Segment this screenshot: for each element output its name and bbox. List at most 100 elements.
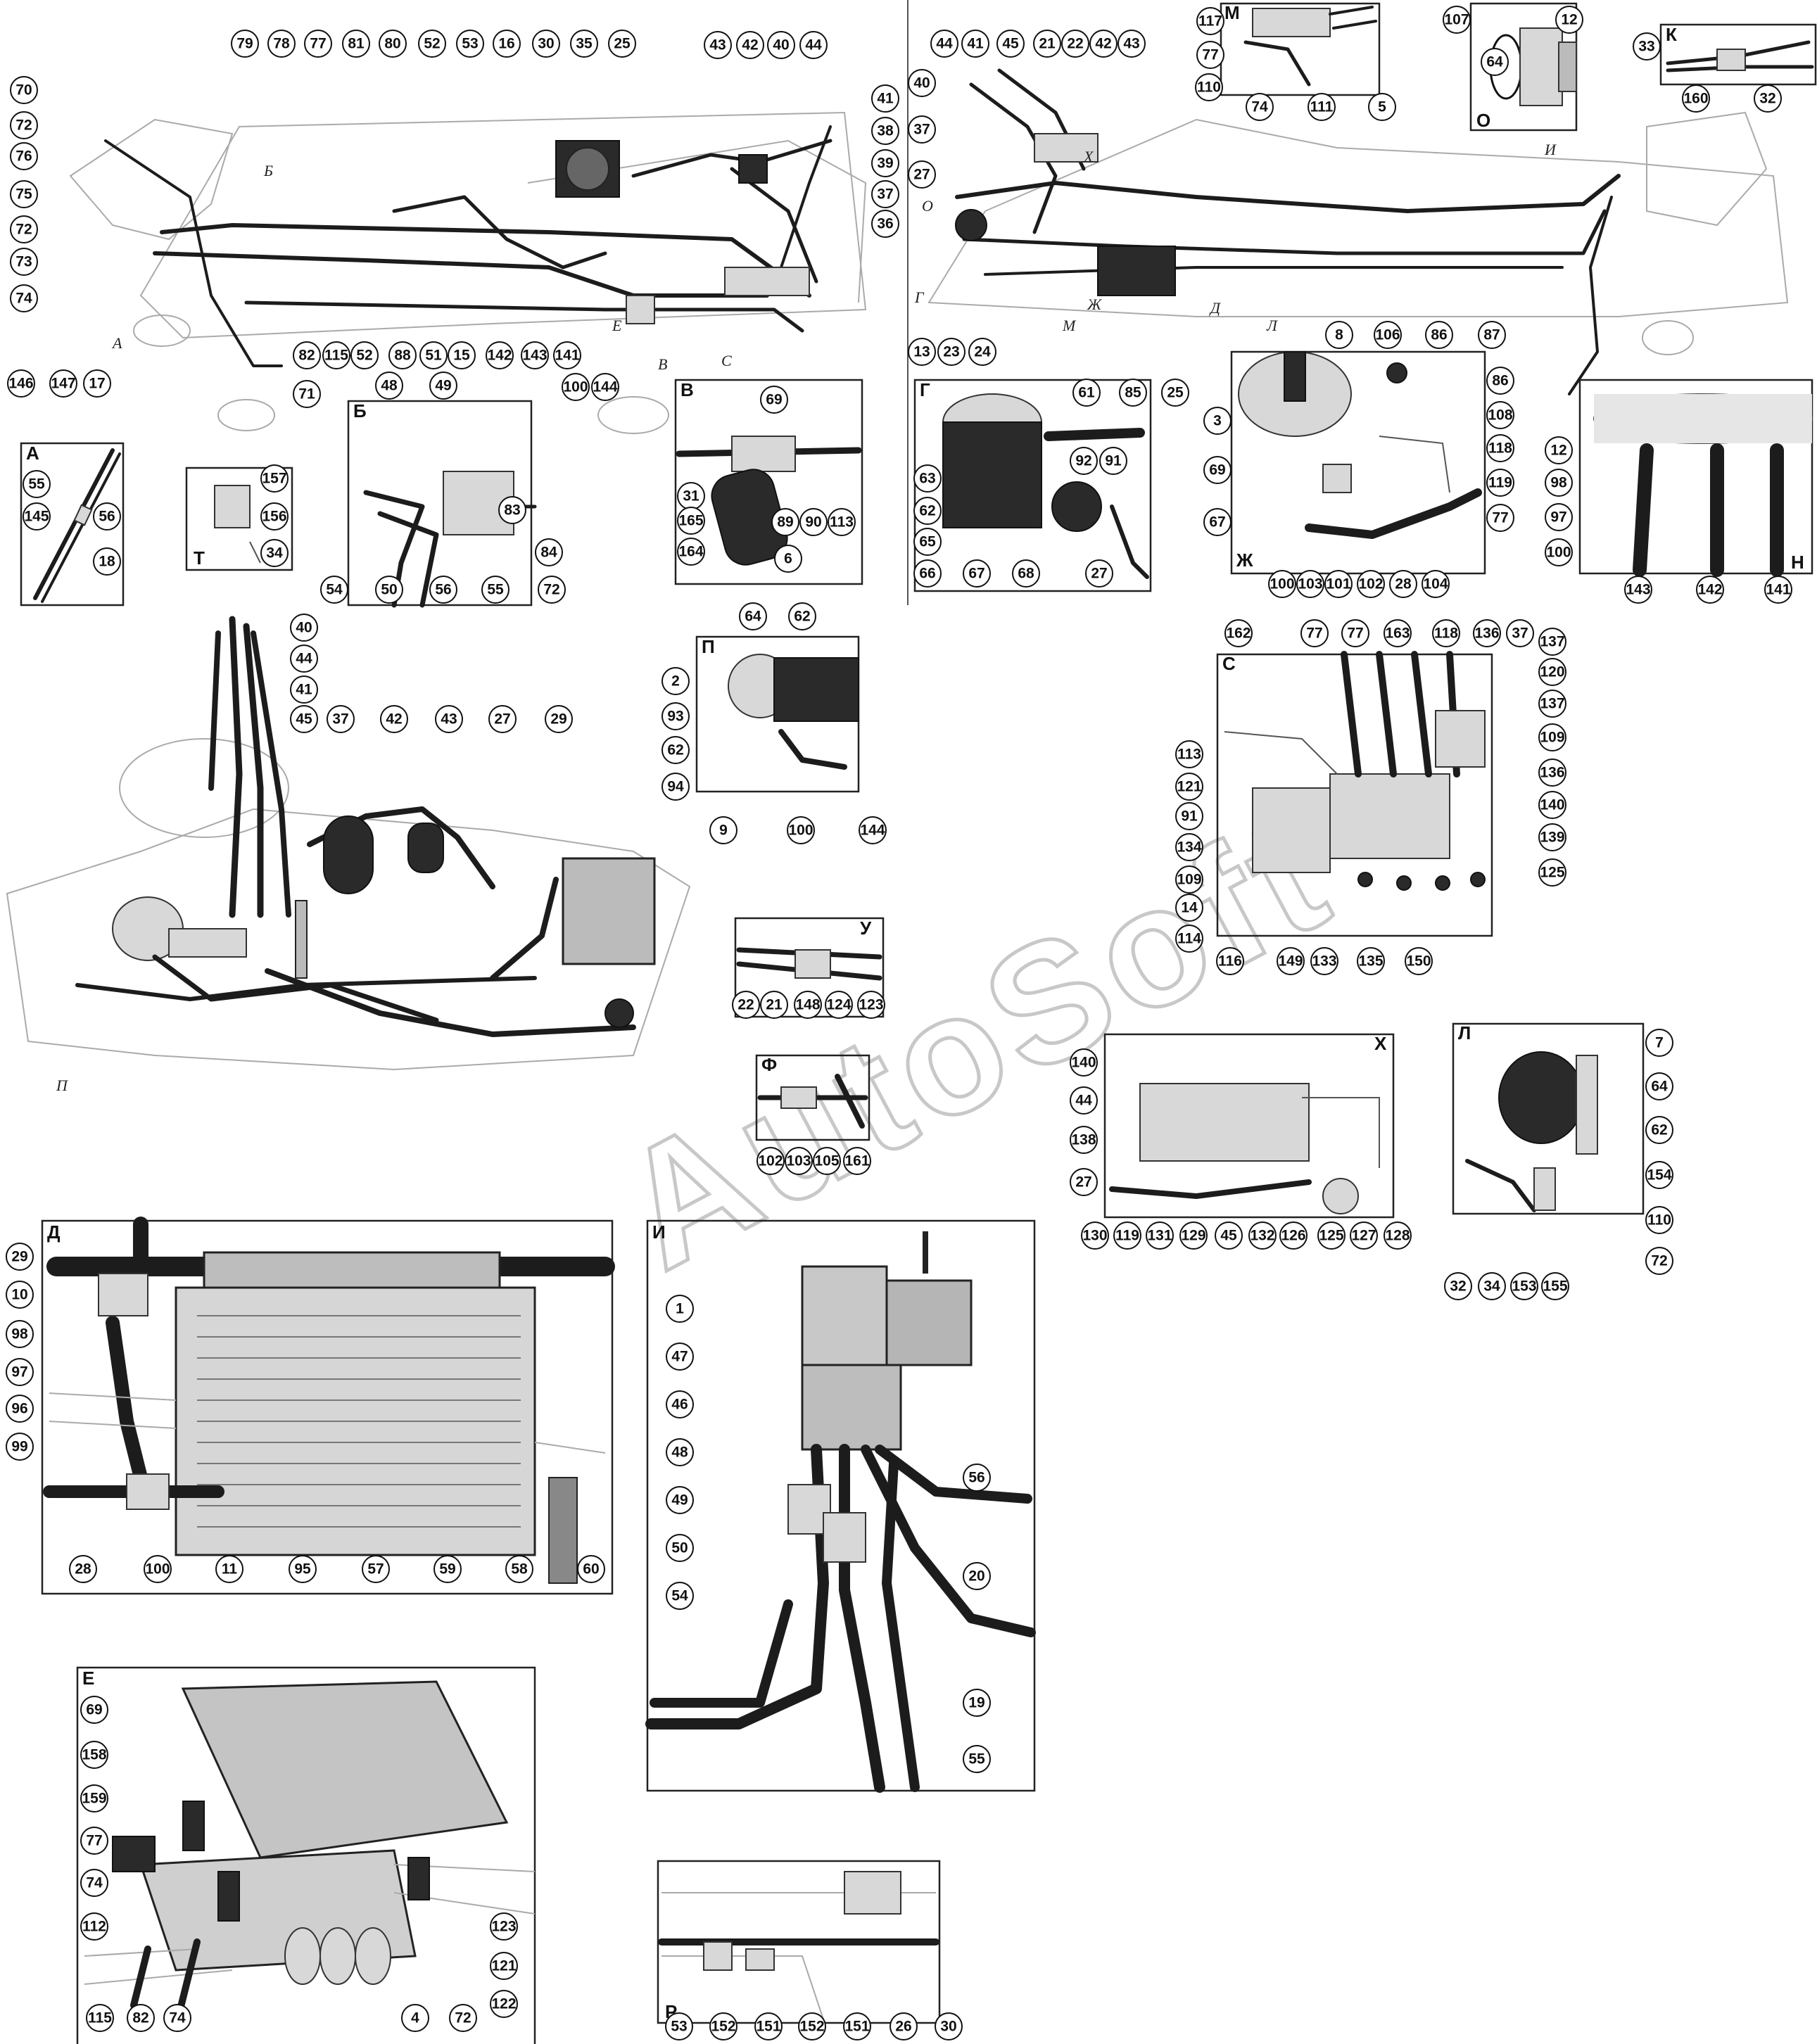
callout-G-62: 62 xyxy=(913,497,942,525)
callout-G-68: 68 xyxy=(1012,559,1040,588)
callout-R-30: 30 xyxy=(935,2012,963,2040)
svg-text:145: 145 xyxy=(24,509,49,525)
svg-text:54: 54 xyxy=(326,582,343,598)
callout-assembly-43: 43 xyxy=(435,705,463,733)
svg-text:О: О xyxy=(922,197,933,215)
callout-E-121: 121 xyxy=(490,1952,518,1980)
callout-main_right-44: 44 xyxy=(930,30,958,58)
svg-text:41: 41 xyxy=(877,91,894,107)
callout-L-34: 34 xyxy=(1478,1272,1506,1300)
callout-main_right-107: 107 xyxy=(1443,6,1471,34)
svg-text:137: 137 xyxy=(1540,696,1564,712)
svg-text:107: 107 xyxy=(1444,12,1469,28)
svg-text:151: 151 xyxy=(844,2019,869,2035)
svg-text:69: 69 xyxy=(1209,462,1225,478)
panel-u-title: У xyxy=(860,918,872,939)
svg-text:100: 100 xyxy=(563,379,588,395)
callout-Zh-108: 108 xyxy=(1486,401,1514,429)
panel-t xyxy=(185,466,293,571)
callout-L-155: 155 xyxy=(1541,1272,1569,1300)
panel-m-title: М xyxy=(1224,2,1240,23)
callout-P-64: 64 xyxy=(739,602,767,630)
svg-text:96: 96 xyxy=(11,1401,27,1417)
svg-text:86: 86 xyxy=(1431,327,1447,343)
svg-text:22: 22 xyxy=(737,997,754,1013)
svg-text:37: 37 xyxy=(913,122,930,138)
svg-text:67: 67 xyxy=(968,566,985,582)
callout-S-114: 114 xyxy=(1175,925,1203,953)
callout-I-55: 55 xyxy=(963,1745,991,1773)
svg-text:37: 37 xyxy=(877,186,893,203)
callout-main_right-5: 5 xyxy=(1368,93,1396,121)
callout-S-136: 136 xyxy=(1473,619,1501,647)
callout-Zh-77: 77 xyxy=(1486,504,1514,532)
svg-text:10: 10 xyxy=(11,1287,27,1303)
svg-text:125: 125 xyxy=(1319,1228,1343,1244)
callout-E-115: 115 xyxy=(86,2004,114,2032)
callout-B6-50: 50 xyxy=(375,576,403,604)
svg-text:72: 72 xyxy=(543,582,559,598)
svg-text:74: 74 xyxy=(1251,99,1268,115)
svg-text:14: 14 xyxy=(1181,900,1198,916)
callout-B6-55: 55 xyxy=(481,576,509,604)
svg-text:21: 21 xyxy=(1039,36,1056,52)
svg-text:67: 67 xyxy=(1209,514,1225,531)
callout-D-96: 96 xyxy=(6,1395,34,1423)
callout-main_left-78: 78 xyxy=(267,30,296,58)
svg-text:158: 158 xyxy=(82,1747,106,1763)
callout-main_left-74: 74 xyxy=(10,284,38,312)
callout-main_left-39: 39 xyxy=(871,149,899,177)
svg-text:М: М xyxy=(1062,317,1077,334)
svg-text:Д: Д xyxy=(1209,299,1221,317)
svg-text:62: 62 xyxy=(667,742,683,758)
svg-text:77: 77 xyxy=(86,1833,102,1849)
callout-P-62: 62 xyxy=(661,736,690,764)
svg-text:48: 48 xyxy=(381,378,398,394)
callout-main_left-143: 143 xyxy=(521,341,549,369)
svg-text:101: 101 xyxy=(1326,576,1350,592)
callout-F-105: 105 xyxy=(813,1147,841,1175)
svg-text:36: 36 xyxy=(877,216,893,232)
svg-text:30: 30 xyxy=(940,2019,956,2035)
callout-R-151: 151 xyxy=(754,2012,783,2040)
svg-text:45: 45 xyxy=(1002,36,1019,52)
svg-text:20: 20 xyxy=(968,1568,985,1585)
callout-X-140: 140 xyxy=(1070,1048,1098,1077)
svg-text:3: 3 xyxy=(1213,413,1222,429)
svg-text:43: 43 xyxy=(709,37,726,53)
callout-D-10: 10 xyxy=(6,1281,34,1309)
callout-main_left-15: 15 xyxy=(448,341,476,369)
callout-main_right-23: 23 xyxy=(937,338,966,366)
main-view-left: А Б Е В С xyxy=(69,111,867,434)
svg-text:109: 109 xyxy=(1177,872,1201,888)
callout-G-25: 25 xyxy=(1161,379,1189,407)
svg-text:136: 136 xyxy=(1474,626,1499,642)
svg-text:55: 55 xyxy=(487,582,504,598)
svg-text:22: 22 xyxy=(1067,36,1083,52)
callout-X-27: 27 xyxy=(1070,1168,1098,1196)
svg-text:33: 33 xyxy=(1638,39,1654,55)
callout-main_left-52: 52 xyxy=(350,341,379,369)
svg-text:74: 74 xyxy=(86,1875,103,1891)
svg-text:44: 44 xyxy=(805,37,822,53)
svg-text:114: 114 xyxy=(1177,931,1201,947)
callout-main_right-24: 24 xyxy=(968,338,996,366)
svg-text:С: С xyxy=(721,352,732,369)
callout-V-165: 165 xyxy=(677,507,705,535)
callout-D-100: 100 xyxy=(144,1555,172,1583)
callout-X-45: 45 xyxy=(1215,1221,1243,1250)
svg-text:126: 126 xyxy=(1281,1228,1305,1244)
svg-text:А: А xyxy=(111,334,122,352)
callout-S-137: 137 xyxy=(1538,690,1566,718)
svg-text:97: 97 xyxy=(11,1364,27,1380)
svg-text:71: 71 xyxy=(298,386,315,402)
panel-d xyxy=(41,1219,614,1595)
svg-text:19: 19 xyxy=(968,1695,985,1711)
callout-I-56: 56 xyxy=(963,1464,991,1492)
callout-E-4: 4 xyxy=(401,2004,429,2032)
callout-N-98: 98 xyxy=(1545,469,1573,497)
svg-text:146: 146 xyxy=(8,376,33,392)
svg-text:68: 68 xyxy=(1018,566,1034,582)
callout-E-77: 77 xyxy=(80,1827,108,1855)
callout-P-93: 93 xyxy=(661,702,690,730)
